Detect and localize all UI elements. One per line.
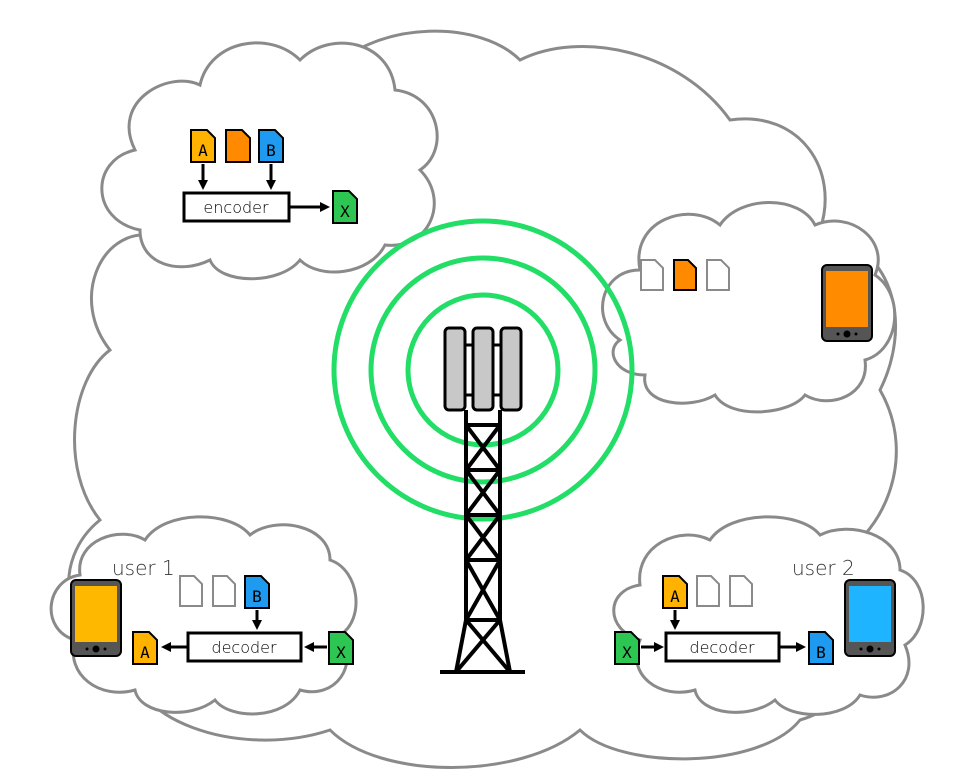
file-a-icon: A: [132, 631, 158, 665]
user2-cloud: [612, 515, 925, 716]
file-x-letter: X: [336, 643, 346, 662]
file-b-icon: B: [244, 575, 270, 609]
antenna-panel: [471, 326, 495, 412]
empty-file-icon: [212, 575, 236, 607]
encoder-label: encoder: [203, 198, 269, 217]
antenna-panels: [443, 326, 523, 412]
antenna-panel: [443, 326, 467, 412]
phone-user1-icon: [70, 579, 122, 657]
antenna-panel: [499, 326, 523, 412]
file-orange-icon: [673, 259, 697, 291]
file-x-icon: X: [328, 631, 354, 665]
file-b-icon: B: [808, 631, 834, 665]
encoder-inputs: A B: [190, 129, 284, 163]
decoder1-box: [186, 631, 303, 663]
right-cloud: [601, 201, 897, 414]
file-x-icon: X: [332, 190, 358, 224]
file-x-letter: X: [340, 202, 350, 221]
decoder1-label: decoder: [211, 638, 277, 657]
empty-file-icon: [179, 575, 203, 607]
phone-right-icon: [821, 264, 873, 342]
file-a-letter: A: [140, 643, 150, 662]
empty-file-icon: [729, 575, 753, 607]
file-x-icon: X: [614, 631, 640, 665]
signal-rings: [331, 218, 635, 522]
file-b-letter: B: [252, 587, 262, 606]
user1-label: user 1: [112, 556, 175, 580]
file-a-icon: A: [190, 129, 216, 163]
file-b-letter: B: [266, 141, 276, 160]
file-a-letter: A: [670, 587, 680, 606]
file-a-icon: A: [662, 575, 688, 609]
signal-ring-middle: [368, 255, 598, 485]
user1-cloud: [49, 515, 358, 716]
file-x-letter: X: [622, 643, 632, 662]
user1-cache-files: B: [179, 575, 270, 609]
encoder-box: [182, 191, 291, 223]
empty-file-icon: [640, 259, 664, 291]
right-cache-files: [640, 259, 730, 291]
empty-file-icon: [706, 259, 730, 291]
signal-ring-outer: [331, 218, 635, 522]
phone-user2-icon: [844, 579, 896, 657]
user2-label: user 2: [792, 556, 855, 580]
empty-file-icon: [696, 575, 720, 607]
decoder2-box: [664, 631, 781, 663]
file-orange-icon: [225, 129, 251, 163]
file-b-letter: B: [816, 643, 826, 662]
decoder2-label: decoder: [689, 638, 755, 657]
file-a-letter: A: [198, 141, 208, 160]
cell-tower: [440, 410, 525, 674]
file-b-icon: B: [258, 129, 284, 163]
user2-cache-files: A: [662, 575, 753, 609]
